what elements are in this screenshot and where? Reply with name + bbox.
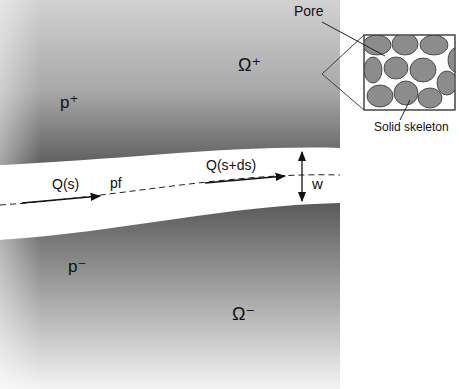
flow-arrow	[205, 176, 285, 183]
porous-region: Ω⁺ p⁺	[0, 0, 340, 148]
pressure-label: pf	[110, 176, 122, 191]
flow-arrow	[22, 196, 100, 203]
upper-region-fade	[0, 0, 340, 165]
grains	[364, 35, 455, 108]
width-label: w	[312, 176, 323, 193]
region-label: p⁻	[68, 258, 86, 277]
pore-label: Pore	[294, 4, 324, 19]
leader-line	[400, 100, 410, 120]
lower-region-fade	[0, 203, 340, 389]
width-arrow	[301, 152, 302, 201]
flow-label: Q(s+ds)	[206, 158, 256, 173]
flow-label: Q(s)	[52, 177, 79, 192]
porous-region: p⁻ Ω⁻	[0, 203, 340, 389]
upper-region	[0, 0, 340, 165]
region-label: Ω⁺	[238, 56, 261, 76]
region-label: Ω⁻	[232, 305, 255, 325]
callout-line	[322, 74, 364, 110]
lower-region	[0, 203, 340, 389]
region-label: p⁺	[60, 94, 78, 113]
leader-line	[322, 22, 385, 56]
centerline	[0, 175, 340, 205]
skeleton-label: Solid skeleton	[374, 121, 449, 134]
